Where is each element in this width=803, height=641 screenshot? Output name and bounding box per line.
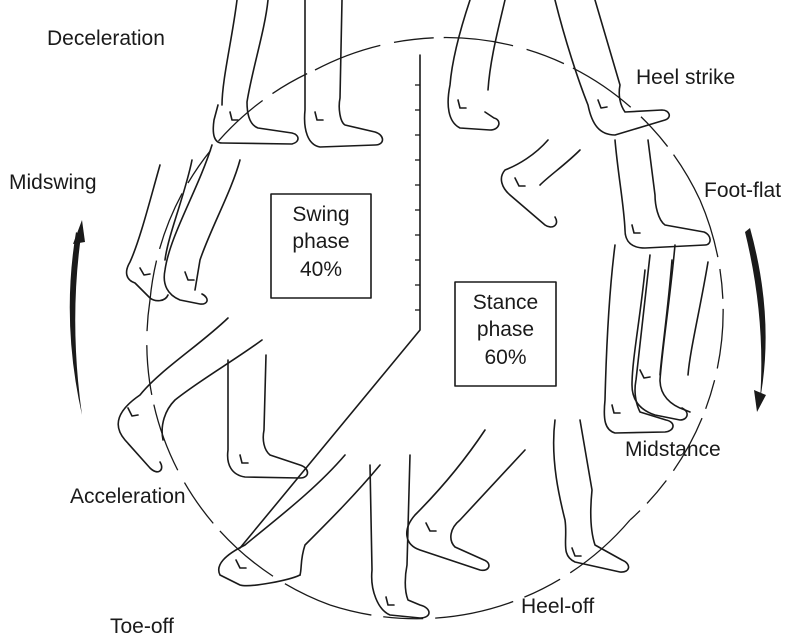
leg-deceleration-2 <box>305 0 383 147</box>
label-toe-off: Toe-off <box>110 616 174 637</box>
right-direction-arrow <box>745 228 766 412</box>
leg-midswing-1 <box>127 160 192 301</box>
leg-heel-off-2 <box>407 430 525 570</box>
leg-toe-off <box>219 455 380 586</box>
label-heel-strike: Heel strike <box>636 67 735 88</box>
stance-phase-line2: phase <box>455 316 556 343</box>
label-deceleration: Deceleration <box>47 28 165 49</box>
label-heel-off: Heel-off <box>521 596 594 617</box>
leg-heel-strike-1 <box>448 0 505 130</box>
leg-foot-flat-1 <box>615 140 710 248</box>
leg-midswing-2 <box>164 145 240 304</box>
leg-midstance-3 <box>660 245 708 412</box>
left-direction-arrow <box>70 220 85 415</box>
leg-deceleration-1 <box>213 0 298 144</box>
stance-phase-line1: Stance <box>455 289 556 316</box>
swing-phase-line1: Swing <box>271 201 371 228</box>
leg-foot-flat-2 <box>501 140 580 227</box>
label-foot-flat: Foot-flat <box>704 180 781 201</box>
swing-phase-percent: 40% <box>271 256 371 283</box>
stance-phase-percent: 60% <box>455 344 556 371</box>
label-midstance: Midstance <box>625 439 721 460</box>
label-midswing: Midswing <box>9 172 97 193</box>
label-acceleration: Acceleration <box>70 486 186 507</box>
leg-heel-off-3 <box>554 420 629 572</box>
leg-acceleration-1 <box>118 318 262 472</box>
leg-acceleration-2 <box>228 355 308 478</box>
swing-phase-text: Swing phase 40% <box>271 201 371 283</box>
swing-phase-line2: phase <box>271 228 371 255</box>
stance-phase-text: Stance phase 60% <box>455 289 556 371</box>
leg-heel-off-1 <box>370 455 429 618</box>
